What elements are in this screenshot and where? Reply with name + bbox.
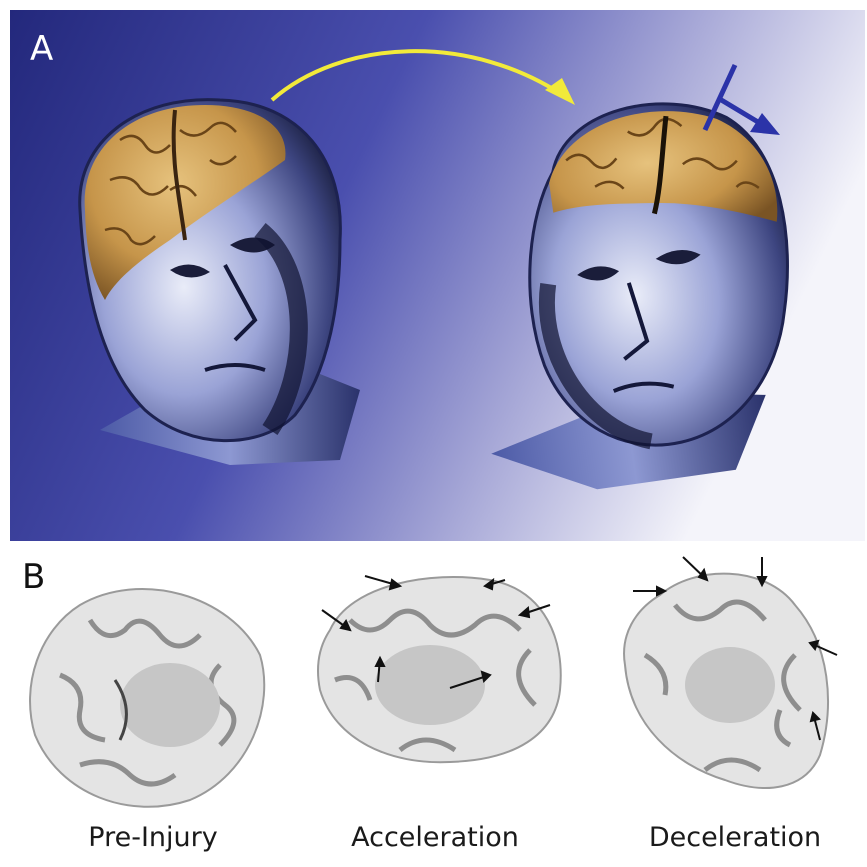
caption-deceleration: Deceleration bbox=[605, 822, 865, 853]
head-illustration bbox=[10, 10, 865, 541]
panel-a-label: A bbox=[30, 32, 53, 66]
brain-slice-pre-injury bbox=[20, 575, 280, 815]
panel-a-illustration: A bbox=[10, 10, 865, 541]
brain-slice-acceleration bbox=[310, 570, 570, 770]
brain-slice-deceleration bbox=[615, 555, 845, 795]
caption-acceleration: Acceleration bbox=[305, 822, 565, 853]
caption-pre-injury: Pre-Injury bbox=[23, 822, 283, 853]
